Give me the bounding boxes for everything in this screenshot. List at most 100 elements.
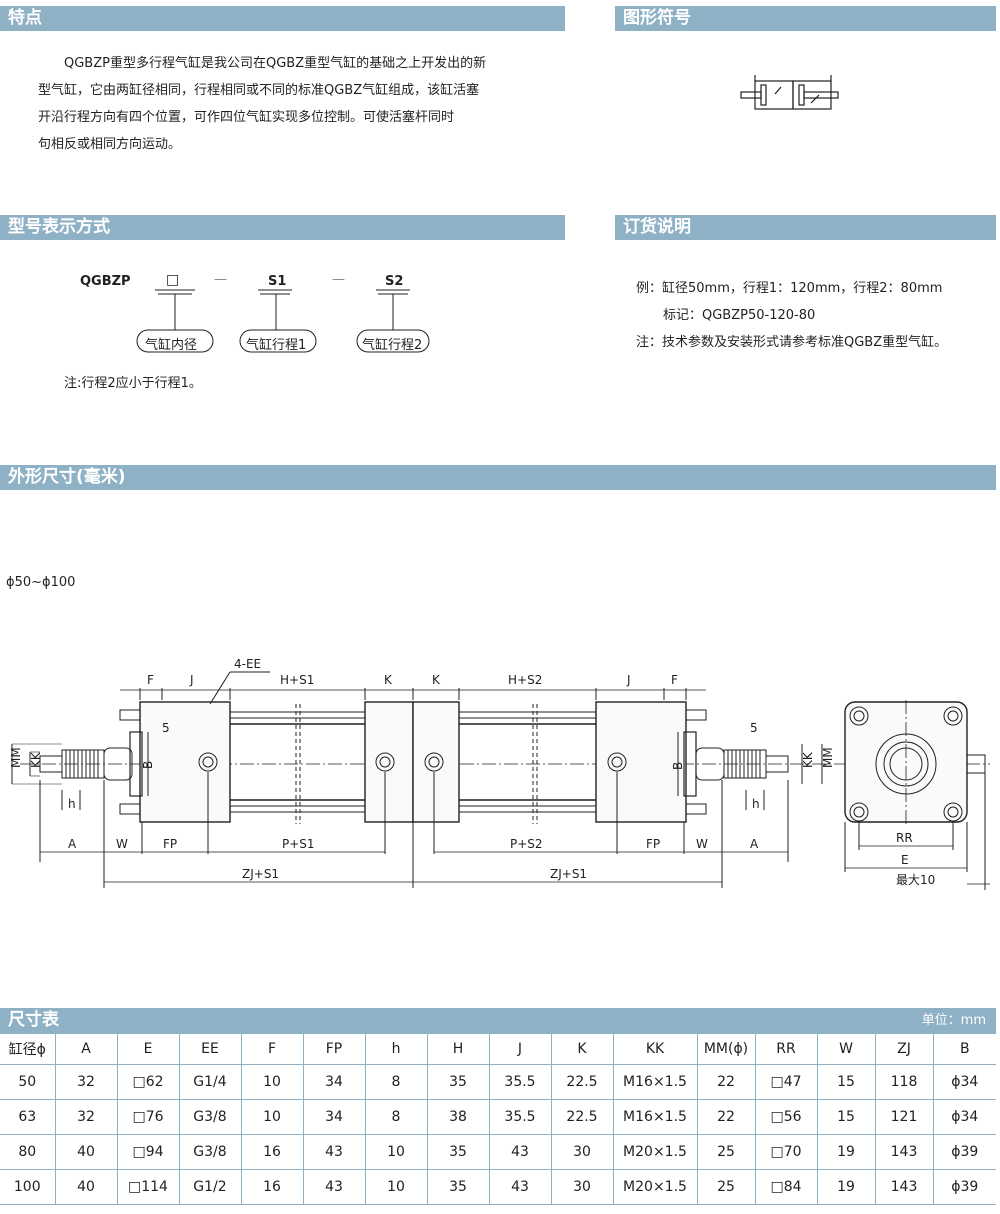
model-label-stroke1: 气缸行程1 <box>246 338 307 353</box>
table-cell: 22 <box>696 1064 756 1100</box>
table-header-cell: H <box>426 1033 490 1065</box>
label-MM: MM <box>821 747 835 768</box>
table-cell: 80 <box>0 1134 56 1170</box>
model-s2: S2 <box>385 274 404 289</box>
ordering-note: 注：技术参数及安装形式请参考标准QGBZ重型气缸。 <box>636 335 948 350</box>
unit-label: 单位：mm <box>921 1013 986 1028</box>
label-W: W <box>116 837 128 851</box>
table-cell: 10 <box>364 1169 428 1205</box>
table-cell: 35 <box>426 1134 490 1170</box>
table-cell: 32 <box>54 1099 118 1135</box>
table-cell: ϕ39 <box>932 1134 996 1170</box>
table-cell: □62 <box>116 1064 180 1100</box>
features-line: 型气缸，它由两缸径相同，行程相同或不同的标准QGBZ气缸组成，该缸活塞 <box>38 83 480 98</box>
label-FP: FP <box>646 837 660 851</box>
table-cell: 25 <box>696 1169 756 1205</box>
table-cell: M16×1.5 <box>612 1064 698 1100</box>
model-prefix: QGBZP <box>80 274 131 289</box>
table-header-cell: F <box>240 1033 304 1065</box>
table-cell: ϕ39 <box>932 1169 996 1205</box>
table-cell: □56 <box>754 1099 818 1135</box>
table-cell: 40 <box>54 1134 118 1170</box>
table-cell: □70 <box>754 1134 818 1170</box>
label-H-S2: H+S2 <box>508 673 542 687</box>
table-cell: 118 <box>874 1064 934 1100</box>
features-line: 开沿行程方向有四个位置，可作四位气缸实现多位控制。可使活塞杆同时 <box>38 110 455 125</box>
section-table-header: 尺寸表 单位：mm <box>0 1008 996 1033</box>
label-K: K <box>384 673 393 687</box>
label-F: F <box>147 673 154 687</box>
label-B: B <box>141 761 155 769</box>
table-cell: 16 <box>240 1134 304 1170</box>
table-header-cell: E <box>116 1033 180 1065</box>
table-cell: 35.5 <box>488 1099 552 1135</box>
model-dash: — <box>214 272 227 287</box>
table-cell: 143 <box>874 1169 934 1205</box>
table-cell: 35 <box>426 1064 490 1100</box>
model-connector-lines <box>136 289 430 353</box>
cylinder-symbol <box>740 75 839 110</box>
table-cell: 32 <box>54 1064 118 1100</box>
table-cell: 22.5 <box>550 1099 614 1135</box>
table-header-cell: B <box>932 1033 996 1065</box>
section-title: 特点 <box>8 8 42 28</box>
table-cell: 8 <box>364 1064 428 1100</box>
table-cell: 10 <box>240 1064 304 1100</box>
model-note: 注:行程2应小于行程1。 <box>64 376 202 391</box>
model-label-bore: 气缸内径 <box>145 338 198 353</box>
section-title: 订货说明 <box>623 217 691 237</box>
table-cell: M20×1.5 <box>612 1134 698 1170</box>
table-header-cell: A <box>54 1033 118 1065</box>
table-header-cell: FP <box>302 1033 366 1065</box>
table-cell: M20×1.5 <box>612 1169 698 1205</box>
table-cell: G1/2 <box>178 1169 242 1205</box>
table-cell: 34 <box>302 1099 366 1135</box>
table-header-cell: J <box>488 1033 552 1065</box>
model-label-stroke2: 气缸行程2 <box>362 338 423 353</box>
table-cell: 100 <box>0 1169 56 1205</box>
label-B: B <box>671 762 685 770</box>
table-cell: □76 <box>116 1099 180 1135</box>
label-h: h <box>752 797 760 811</box>
model-bore-box: □ <box>166 272 180 288</box>
table-cell: □84 <box>754 1169 818 1205</box>
table-cell: 143 <box>874 1134 934 1170</box>
table-cell: 16 <box>240 1169 304 1205</box>
label-EE: 4-EE <box>234 657 261 671</box>
label-KK: KK <box>801 751 815 768</box>
table-cell: 35.5 <box>488 1064 552 1100</box>
table-cell: ϕ34 <box>932 1099 996 1135</box>
table-cell: 8 <box>364 1099 428 1135</box>
table-cell: 19 <box>816 1169 876 1205</box>
table-cell: 25 <box>696 1134 756 1170</box>
table-cell: G3/8 <box>178 1099 242 1135</box>
section-title: 外形尺寸(毫米) <box>8 467 126 487</box>
label-max10: 最大10 <box>896 873 935 887</box>
table-cell: 43 <box>488 1134 552 1170</box>
table-cell: 15 <box>816 1064 876 1100</box>
section-model-header: 型号表示方式 <box>0 215 565 240</box>
section-ordering-header: 订货说明 <box>615 215 996 240</box>
model-dash: — <box>332 272 345 287</box>
label-ZJ-S1: ZJ+S1 <box>242 867 279 881</box>
table-header-cell: K <box>550 1033 614 1065</box>
table-header-cell: MM(ϕ) <box>696 1033 756 1065</box>
table-cell: 19 <box>816 1134 876 1170</box>
label-FP: FP <box>163 837 177 851</box>
table-cell: 10 <box>240 1099 304 1135</box>
label-RR: RR <box>896 831 913 845</box>
section-title: 尺寸表 <box>8 1010 59 1030</box>
table-cell: G1/4 <box>178 1064 242 1100</box>
table-header-cell: h <box>364 1033 428 1065</box>
table-cell: 10 <box>364 1134 428 1170</box>
table-cell: 43 <box>488 1169 552 1205</box>
table-header-cell: EE <box>178 1033 242 1065</box>
table-cell: 121 <box>874 1099 934 1135</box>
section-title: 型号表示方式 <box>8 217 110 237</box>
